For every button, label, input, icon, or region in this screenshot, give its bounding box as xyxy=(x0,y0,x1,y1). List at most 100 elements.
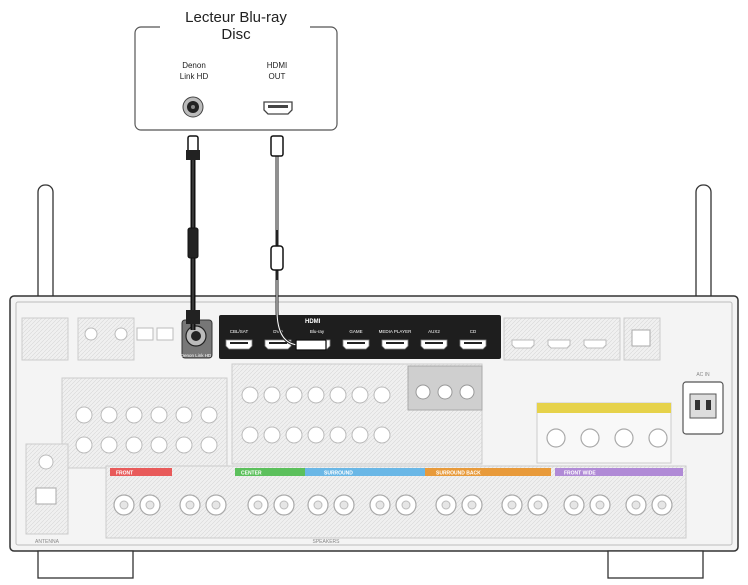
zone-jack-icon xyxy=(437,384,453,400)
coax-plug-bottom xyxy=(186,310,200,324)
coax-plug-top-body xyxy=(186,150,200,160)
hdmi-input-port-icon xyxy=(420,339,448,350)
preout-jack-icon xyxy=(351,426,369,444)
foot-left xyxy=(37,550,134,579)
height-band xyxy=(537,403,671,413)
hdmi-input-label: AUX2 xyxy=(428,329,440,334)
speaker-terminals xyxy=(113,428,673,516)
hdmi-plug-top xyxy=(270,135,284,157)
speaker-terminal-core xyxy=(467,500,477,510)
preout-jack-icon xyxy=(307,426,325,444)
preout-jack-icon xyxy=(263,386,281,404)
height-terminal-icon xyxy=(580,428,600,448)
denon-link-port-label-1: Denon xyxy=(182,61,206,70)
speaker-zone-label: SURROUND BACK xyxy=(436,471,481,477)
rca-jack-icon xyxy=(100,406,118,424)
speaker-zone-band xyxy=(305,468,425,476)
hdmi-plug-bottom xyxy=(295,339,327,351)
hdmi-input-port-icon xyxy=(459,339,487,350)
preout-jack-icon xyxy=(307,386,325,404)
speaker-terminal-core xyxy=(119,500,129,510)
speaker-terminal-core xyxy=(533,500,543,510)
optical-port-1 xyxy=(136,327,154,341)
hdmi-input-label: CBL/SAT xyxy=(230,329,249,334)
rca-jack-icon xyxy=(100,436,118,454)
rca-jack-icon xyxy=(200,406,218,424)
preout-jack-icon xyxy=(263,426,281,444)
speaker-terminal-core xyxy=(145,500,155,510)
preout-jack-icon xyxy=(373,426,391,444)
lan-port-icon xyxy=(631,329,651,347)
zone-jack-icon xyxy=(459,384,475,400)
zone-jack-icon xyxy=(415,384,431,400)
rca-jack-icon xyxy=(125,436,143,454)
height-terminal-icon xyxy=(546,428,566,448)
coax-cable xyxy=(186,135,200,330)
speaker-terminal-core xyxy=(279,500,289,510)
hdmi-input-label: DVD xyxy=(273,329,283,334)
speaker-terminal-core xyxy=(313,500,323,510)
preout-jack-icon xyxy=(241,426,259,444)
speaker-terminal-core xyxy=(401,500,411,510)
rca-jack-icon xyxy=(125,406,143,424)
speaker-zone-label: CENTER xyxy=(241,471,262,477)
preout-jack-icon xyxy=(241,386,259,404)
speaker-zone-label: SURROUND xyxy=(324,471,353,477)
rca-jack-icon xyxy=(175,436,193,454)
hdmi-input-pins xyxy=(230,342,248,344)
rca-jack-icon xyxy=(75,436,93,454)
hdmi-input-pins xyxy=(269,342,287,344)
preout-jack-icon xyxy=(285,386,303,404)
hdmi-port-icon xyxy=(263,101,293,115)
speaker-terminal-core xyxy=(253,500,263,510)
preout-jack-icon xyxy=(329,426,347,444)
speaker-zone-label: FRONT xyxy=(116,471,133,477)
coax-ferrite-icon xyxy=(187,227,199,259)
optical-inputs-panel xyxy=(77,317,135,361)
hdmi-output-panel xyxy=(503,317,621,361)
analog-inputs-panel xyxy=(61,377,228,469)
foot-right xyxy=(607,550,704,579)
hdmi-input-port-icon xyxy=(342,339,370,350)
player-title-line1: Lecteur Blu-ray xyxy=(185,9,287,26)
speaker-zone-band xyxy=(110,468,172,476)
speaker-terminal-core xyxy=(375,500,385,510)
bluray-player: Lecteur Blu-ray Disc Denon Link HD HDMI … xyxy=(134,9,338,131)
speaker-terminal-core xyxy=(631,500,641,510)
preout-jack-icon xyxy=(285,426,303,444)
speaker-zone-label: FRONT WIDE xyxy=(564,471,596,477)
hdmi-input-port-icon xyxy=(381,339,409,350)
player-title-line2: Disc xyxy=(221,26,251,43)
denon-link-receiver-label: Denon Link HD xyxy=(181,353,212,358)
hdmi-input-label: Blu-ray xyxy=(310,329,325,334)
hdmi-out-port-label-1: HDMI xyxy=(267,61,287,70)
rca-jack-icon xyxy=(75,406,93,424)
height-terminal-icon xyxy=(614,428,634,448)
rca-jack-icon xyxy=(150,436,168,454)
height-terminal-icon xyxy=(648,428,668,448)
preout-jack-icon xyxy=(373,386,391,404)
hdmi-input-pins xyxy=(386,342,404,344)
rca-jack-icon xyxy=(175,406,193,424)
player-title-backing xyxy=(160,16,310,42)
hdmi-panel-header: HDMI xyxy=(305,319,321,325)
optical-port-2 xyxy=(156,327,174,341)
speaker-zone-band xyxy=(425,468,551,476)
speaker-terminal-core xyxy=(339,500,349,510)
hdmi-input-panel xyxy=(219,315,501,359)
hdmi-out-port-label-2: OUT xyxy=(269,72,286,81)
preout-jack-icon xyxy=(329,386,347,404)
speaker-terminal-core xyxy=(441,500,451,510)
speaker-zone-bands: FRONT CENTER SURROUND SURROUND BACK FRONT WI… xyxy=(110,468,683,477)
speaker-zone-band xyxy=(235,468,305,476)
speakers-label: SPEAKERS xyxy=(313,539,341,545)
speaker-terminal-core xyxy=(185,500,195,510)
ac-in-label: AC IN xyxy=(696,372,710,378)
coax-jack-icon xyxy=(182,96,204,118)
remote-panel xyxy=(21,317,69,361)
speaker-terminal-core xyxy=(211,500,221,510)
hdmi-input-pins xyxy=(347,342,365,344)
antenna-label: ANTENNA xyxy=(35,539,60,545)
